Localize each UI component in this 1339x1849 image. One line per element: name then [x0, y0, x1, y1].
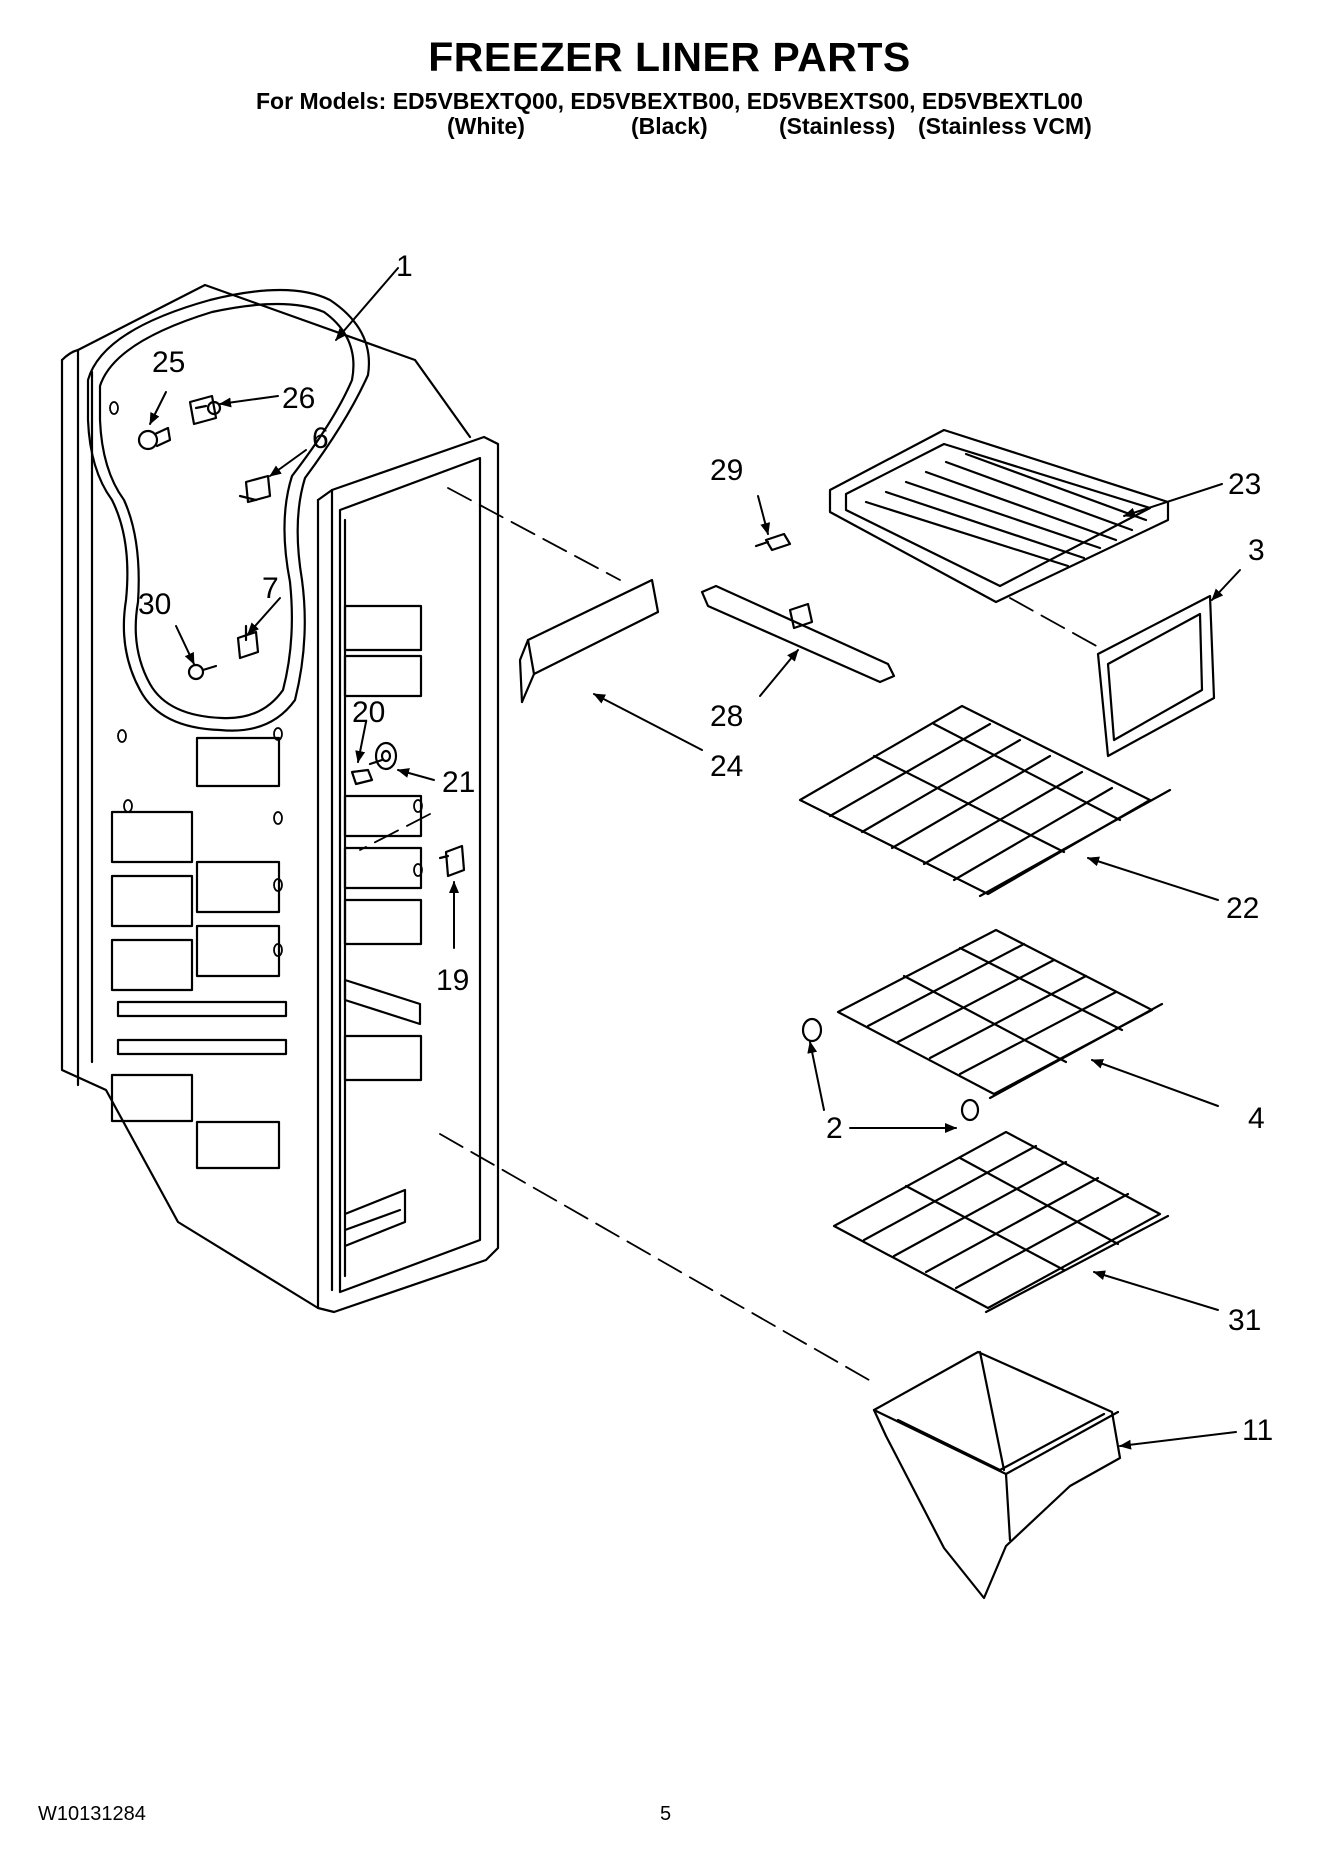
callout-28: 28: [710, 700, 743, 733]
variant-stainless: (Stainless): [779, 113, 896, 139]
callout-31: 31: [1228, 1304, 1261, 1337]
callout-2: 2: [826, 1112, 843, 1145]
callout-26: 26: [282, 382, 315, 415]
callout-19: 19: [436, 964, 469, 997]
callout-6: 6: [312, 422, 329, 455]
light-socket: [188, 394, 222, 426]
shelf-bracket: [700, 584, 896, 684]
shelf-frame: [828, 428, 1170, 604]
light-bracket: [238, 474, 272, 504]
alignment-lines: [359, 487, 1101, 1385]
freezer-liner: [60, 283, 500, 1314]
variant-black: (Black): [631, 113, 708, 139]
liner-panels: [110, 604, 423, 1170]
storage-bin: [872, 1350, 1122, 1600]
page-number: 5: [660, 1803, 672, 1825]
callout-4: 4: [1248, 1102, 1265, 1135]
callout-24: 24: [710, 750, 743, 783]
damper-switch: [438, 844, 466, 878]
callout-11: 11: [1242, 1414, 1273, 1447]
leader-arrows: [149, 267, 1241, 1450]
document-number: W10131284: [38, 1803, 146, 1825]
screw-twenty: [350, 768, 374, 786]
callout-21: 21: [442, 766, 475, 799]
screw-thirty: [187, 663, 218, 681]
variant-white: (White): [447, 113, 525, 139]
variant-stainless-vcm: (Stainless VCM): [918, 113, 1092, 139]
callout-3: 3: [1248, 534, 1265, 567]
light-bulb: [137, 426, 172, 451]
wire-shelf-middle: [836, 928, 1164, 1100]
callout-1: 1: [396, 250, 413, 283]
cam-twenty-one: [368, 741, 398, 771]
callout-30: 30: [138, 588, 171, 621]
callout-7: 7: [262, 572, 279, 605]
bracket-seven: [236, 624, 260, 660]
callout-23: 23: [1228, 468, 1261, 501]
liner-holes: [109, 401, 423, 957]
screw-twenty-nine: [754, 532, 792, 552]
callout-29: 29: [710, 454, 743, 487]
cover-panel: [518, 578, 660, 704]
models-line: For Models: ED5VBEXTQ00, ED5VBEXTB00, ED…: [256, 88, 1083, 114]
callout-25: 25: [152, 346, 185, 379]
page-title: FREEZER LINER PARTS: [428, 34, 911, 80]
wire-shelf-lower: [832, 1130, 1170, 1314]
bin-front: [1096, 594, 1216, 758]
shelf-support-pin: [801, 1017, 980, 1122]
callout-22: 22: [1226, 892, 1259, 925]
callout-20: 20: [352, 696, 385, 729]
wire-shelf-upper: [798, 704, 1172, 898]
